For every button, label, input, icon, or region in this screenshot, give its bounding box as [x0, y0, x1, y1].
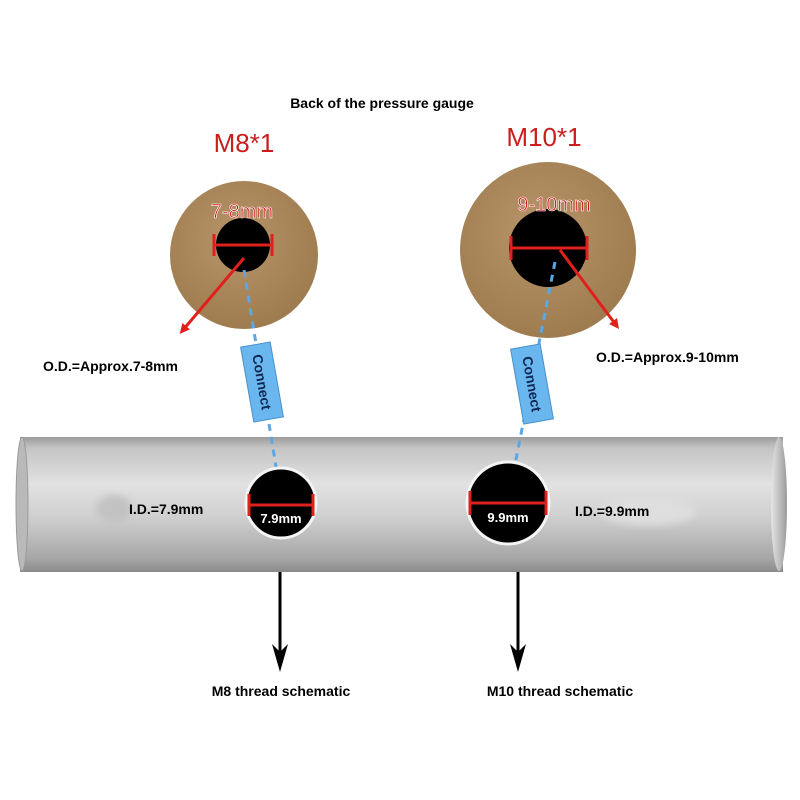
- m10-schematic-arrowhead: [510, 644, 526, 672]
- m10-schematic-label: M10 thread schematic: [487, 683, 633, 699]
- m10-od-range-label: 9-10mm: [517, 194, 590, 216]
- m10-od-label: O.D.=Approx.9-10mm: [596, 349, 739, 365]
- m10-connect-tag: Connect: [510, 343, 554, 425]
- tube: [15, 436, 787, 572]
- m10-thread-label: M10*1: [506, 122, 581, 152]
- m10-od-arrow: [558, 249, 619, 330]
- m8-od-arrow: [179, 257, 246, 334]
- m8-fitting-group: M8*1 7-8mm O.D.=Approx.7-8mm Connect 7.9…: [43, 128, 350, 699]
- m10-id-value-label: 9.9mm: [487, 510, 528, 525]
- m10-od-dimension-bar: [509, 236, 589, 260]
- m8-id-hole: [244, 466, 318, 540]
- m10-fitting-group: M10*1 9-10mm O.D.=Approx.9-10mm Connect …: [460, 122, 739, 699]
- m8-thread-label: M8*1: [214, 128, 275, 158]
- m8-schematic-label: M8 thread schematic: [212, 683, 351, 699]
- m8-od-label: O.D.=Approx.7-8mm: [43, 358, 178, 374]
- m8-id-dimension-bar: [247, 494, 315, 516]
- m10-id-dimension-bar: [468, 491, 548, 515]
- m8-id-label: I.D.=7.9mm: [129, 501, 203, 517]
- m10-id-label: I.D.=9.9mm: [575, 503, 649, 519]
- m8-od-range-label: 7-8mm: [211, 201, 273, 223]
- m8-od-dimension-bar: [212, 234, 274, 256]
- diagram-title: Back of the pressure gauge: [290, 95, 474, 111]
- m8-schematic-arrowhead: [272, 644, 288, 672]
- m8-connect-tag: Connect: [240, 341, 284, 423]
- m8-id-value-label: 7.9mm: [260, 511, 301, 526]
